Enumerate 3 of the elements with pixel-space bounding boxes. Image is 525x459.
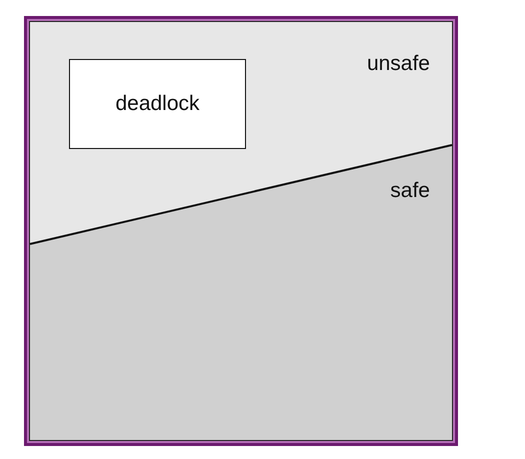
region-label: unsafe	[366, 52, 430, 76]
deadlock-box: deadlock	[69, 59, 246, 149]
region-label: safe	[390, 179, 430, 202]
